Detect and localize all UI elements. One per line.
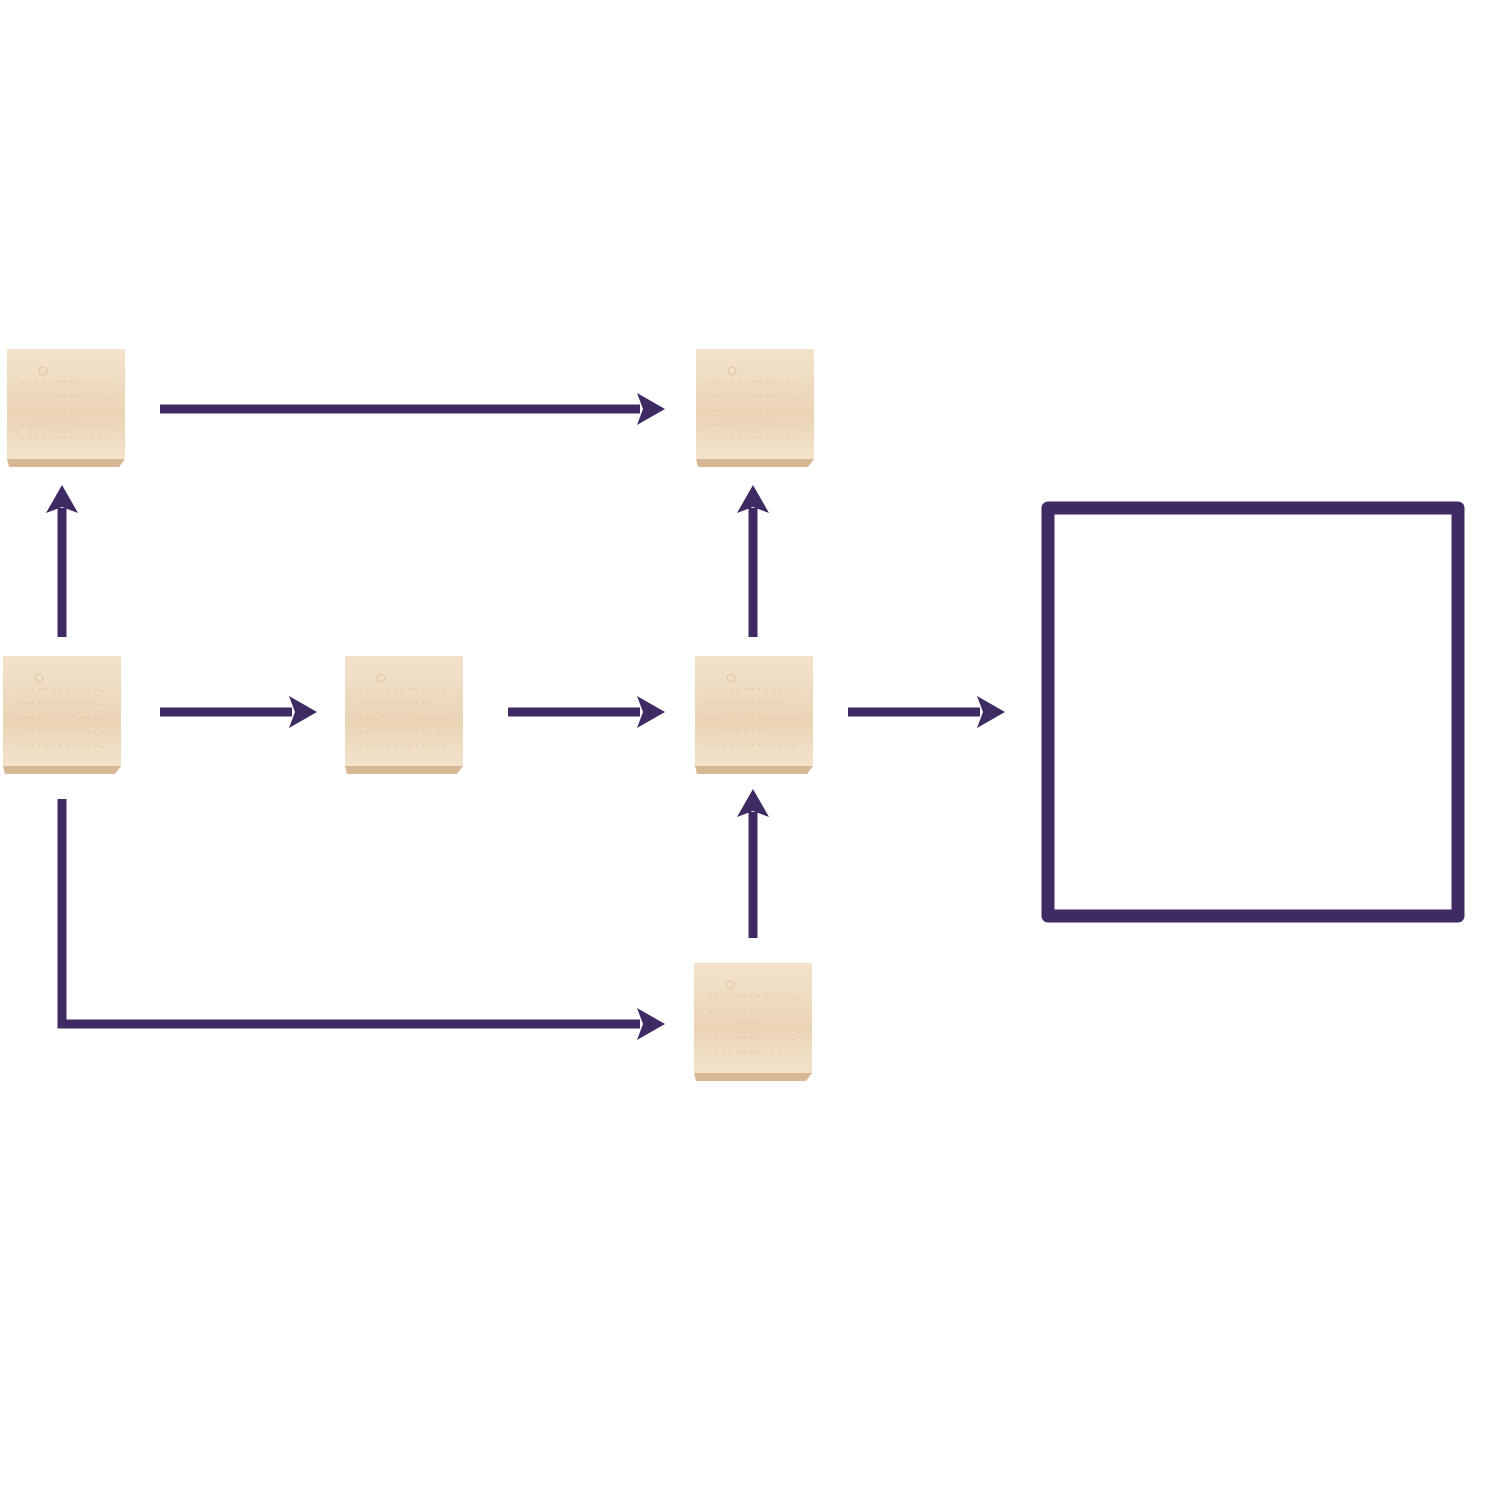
arrow-middle-center-to-middle-right	[508, 696, 665, 728]
block-face	[694, 963, 812, 1073]
block-face	[7, 349, 125, 459]
arrowhead-icon	[737, 485, 769, 513]
block-middle-center	[345, 656, 463, 774]
arrow-middle-left-to-top-left	[46, 485, 78, 637]
block-edge	[3, 766, 121, 774]
block-face	[3, 656, 121, 766]
wood-grain	[707, 1037, 799, 1041]
arrow-middle-right-to-top-right	[737, 485, 769, 637]
wood-grain	[20, 437, 112, 441]
wood-grain	[16, 716, 108, 720]
wood-knot	[38, 366, 48, 376]
arrowhead-icon	[637, 393, 665, 425]
wood-grain	[358, 730, 450, 734]
wood-grain	[708, 702, 800, 706]
arrowhead-icon	[46, 485, 78, 513]
wood-knot	[725, 980, 735, 990]
wood-knot	[727, 366, 737, 376]
wood-grain	[709, 423, 801, 427]
block-edge	[694, 1073, 812, 1081]
wood-grain	[16, 688, 108, 692]
wood-grain	[709, 381, 801, 385]
arrow-middle-right-to-output-box	[848, 696, 1005, 728]
wood-grain	[709, 395, 801, 399]
arrowhead-icon	[289, 696, 317, 728]
wood-grain	[358, 716, 450, 720]
wood-grain	[20, 395, 112, 399]
block-edge	[7, 459, 125, 467]
arrowhead-icon	[737, 789, 769, 817]
wood-grain	[16, 702, 108, 706]
wood-grain	[707, 995, 799, 999]
wood-grain	[708, 688, 800, 692]
arrow-bottom-right-to-middle-right	[737, 789, 769, 938]
wood-grain	[20, 381, 112, 385]
arrowhead-icon	[977, 696, 1005, 728]
wood-knot	[376, 673, 386, 683]
wood-grain	[358, 744, 450, 748]
block-edge	[345, 766, 463, 774]
wood-knot	[34, 673, 44, 683]
block-face	[345, 656, 463, 766]
wood-grain	[358, 702, 450, 706]
wood-grain	[16, 744, 108, 748]
wood-grain	[709, 409, 801, 413]
wood-grain	[707, 1009, 799, 1013]
wood-grain	[708, 744, 800, 748]
arrowhead-icon	[637, 1008, 665, 1040]
wood-grain	[707, 1023, 799, 1027]
wood-grain	[358, 688, 450, 692]
wood-grain	[709, 437, 801, 441]
output-box	[1041, 501, 1465, 923]
arrow-top-left-to-top-right	[160, 393, 665, 425]
wood-grain	[20, 423, 112, 427]
wood-grain	[16, 730, 108, 734]
arrow-middle-left-to-bottom-right	[57, 799, 665, 1040]
wood-grain	[707, 1051, 799, 1055]
block-top-left	[7, 349, 125, 467]
wood-grain	[20, 409, 112, 413]
arrow-middle-left-to-middle-center	[160, 696, 317, 728]
wood-grain	[708, 730, 800, 734]
block-middle-right	[695, 656, 813, 774]
block-top-right	[696, 349, 814, 467]
wood-grain	[708, 716, 800, 720]
block-middle-left	[3, 656, 121, 774]
arrow-shaft	[57, 799, 640, 1029]
block-edge	[696, 459, 814, 467]
block-edge	[695, 766, 813, 774]
arrowhead-icon	[637, 696, 665, 728]
block-face	[695, 656, 813, 766]
wood-knot	[726, 673, 736, 683]
block-face	[696, 349, 814, 459]
block-bottom-right	[694, 963, 812, 1081]
